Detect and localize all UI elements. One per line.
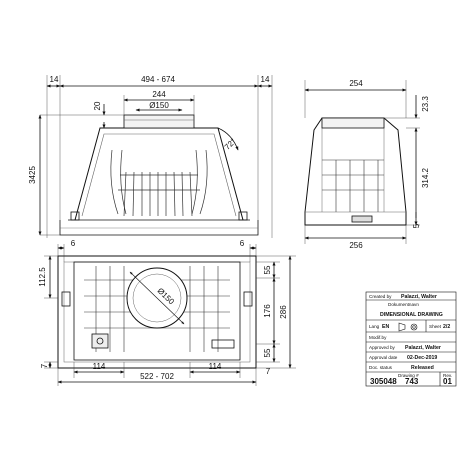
- dim-23-3: 23.3: [421, 96, 430, 112]
- doc-type-label: Dokumentnavn: [388, 302, 419, 307]
- created-by-value: Palazzi, Walter: [401, 294, 437, 300]
- dim-6-left: 6: [71, 239, 76, 248]
- dim-14-right: 14: [261, 75, 270, 84]
- approval-date-label: Approval date: [369, 355, 398, 360]
- dim-dia150-front: Ø150: [149, 101, 169, 110]
- dim-55-bottom: 55: [263, 348, 272, 357]
- dim-244: 244: [152, 90, 166, 99]
- lang-label: Lang: [369, 324, 380, 329]
- dim-20: 20: [93, 101, 102, 110]
- drawing-number-suffix: 743: [405, 377, 419, 386]
- dim-314-2: 314.2: [421, 167, 430, 188]
- side-view: [304, 80, 420, 244]
- dim-7-right: 7: [266, 367, 271, 376]
- doc-status-label: Doc. status: [369, 365, 393, 370]
- dim-height: 3425: [28, 166, 37, 184]
- dim-6-right: 6: [240, 239, 245, 248]
- dim-256: 256: [349, 241, 363, 250]
- dim-width-bottom: 522 - 702: [140, 372, 174, 381]
- front-view: [38, 75, 273, 238]
- dim-114-left: 114: [93, 362, 106, 371]
- sheet-value: 2/2: [443, 324, 450, 330]
- dim-angle: 72°: [223, 137, 238, 152]
- dim-112-5: 112.5: [38, 267, 47, 287]
- dim-width-top: 494 - 674: [141, 75, 175, 84]
- sheet-label: Sheet: [429, 324, 442, 329]
- doc-status-value: Released: [411, 365, 434, 371]
- rev-label: Rev.: [443, 373, 452, 378]
- lang-value: EN: [382, 324, 389, 330]
- drawing-number-value: 305048: [370, 377, 397, 386]
- approved-by-value: Palazzi, Walter: [405, 345, 441, 351]
- drawing-number-label: Drawing #: [398, 373, 419, 378]
- dim-7-left: 7: [40, 363, 49, 368]
- title-block-text: Created by Palazzi, Walter Dokumentnavn …: [369, 294, 452, 386]
- plan-view: [44, 244, 296, 386]
- dim-254: 254: [349, 79, 363, 88]
- dim-176: 176: [263, 304, 272, 318]
- dim-114-right: 114: [209, 362, 222, 371]
- doc-type-value: DIMENSIONAL DRAWING: [380, 312, 443, 318]
- rev-value: 01: [443, 377, 452, 386]
- approval-date-value: 02-Dec-2019: [407, 355, 437, 361]
- dim-55-top: 55: [263, 265, 272, 274]
- created-by-label: Created by: [369, 294, 392, 299]
- dim-14-left: 14: [50, 75, 59, 84]
- modif-label: Modif.by: [369, 335, 387, 340]
- projection-symbol-icon: [398, 322, 418, 332]
- title-block: [365, 291, 457, 387]
- approved-by-label: Approved by: [369, 345, 395, 350]
- side-view-labels: 254 23.3 314.2 5 256: [349, 79, 430, 250]
- dim-5: 5: [412, 223, 421, 228]
- front-view-labels: 14 494 - 674 14 244 20 Ø150 72° 3425: [28, 75, 270, 184]
- dim-286: 286: [279, 305, 288, 319]
